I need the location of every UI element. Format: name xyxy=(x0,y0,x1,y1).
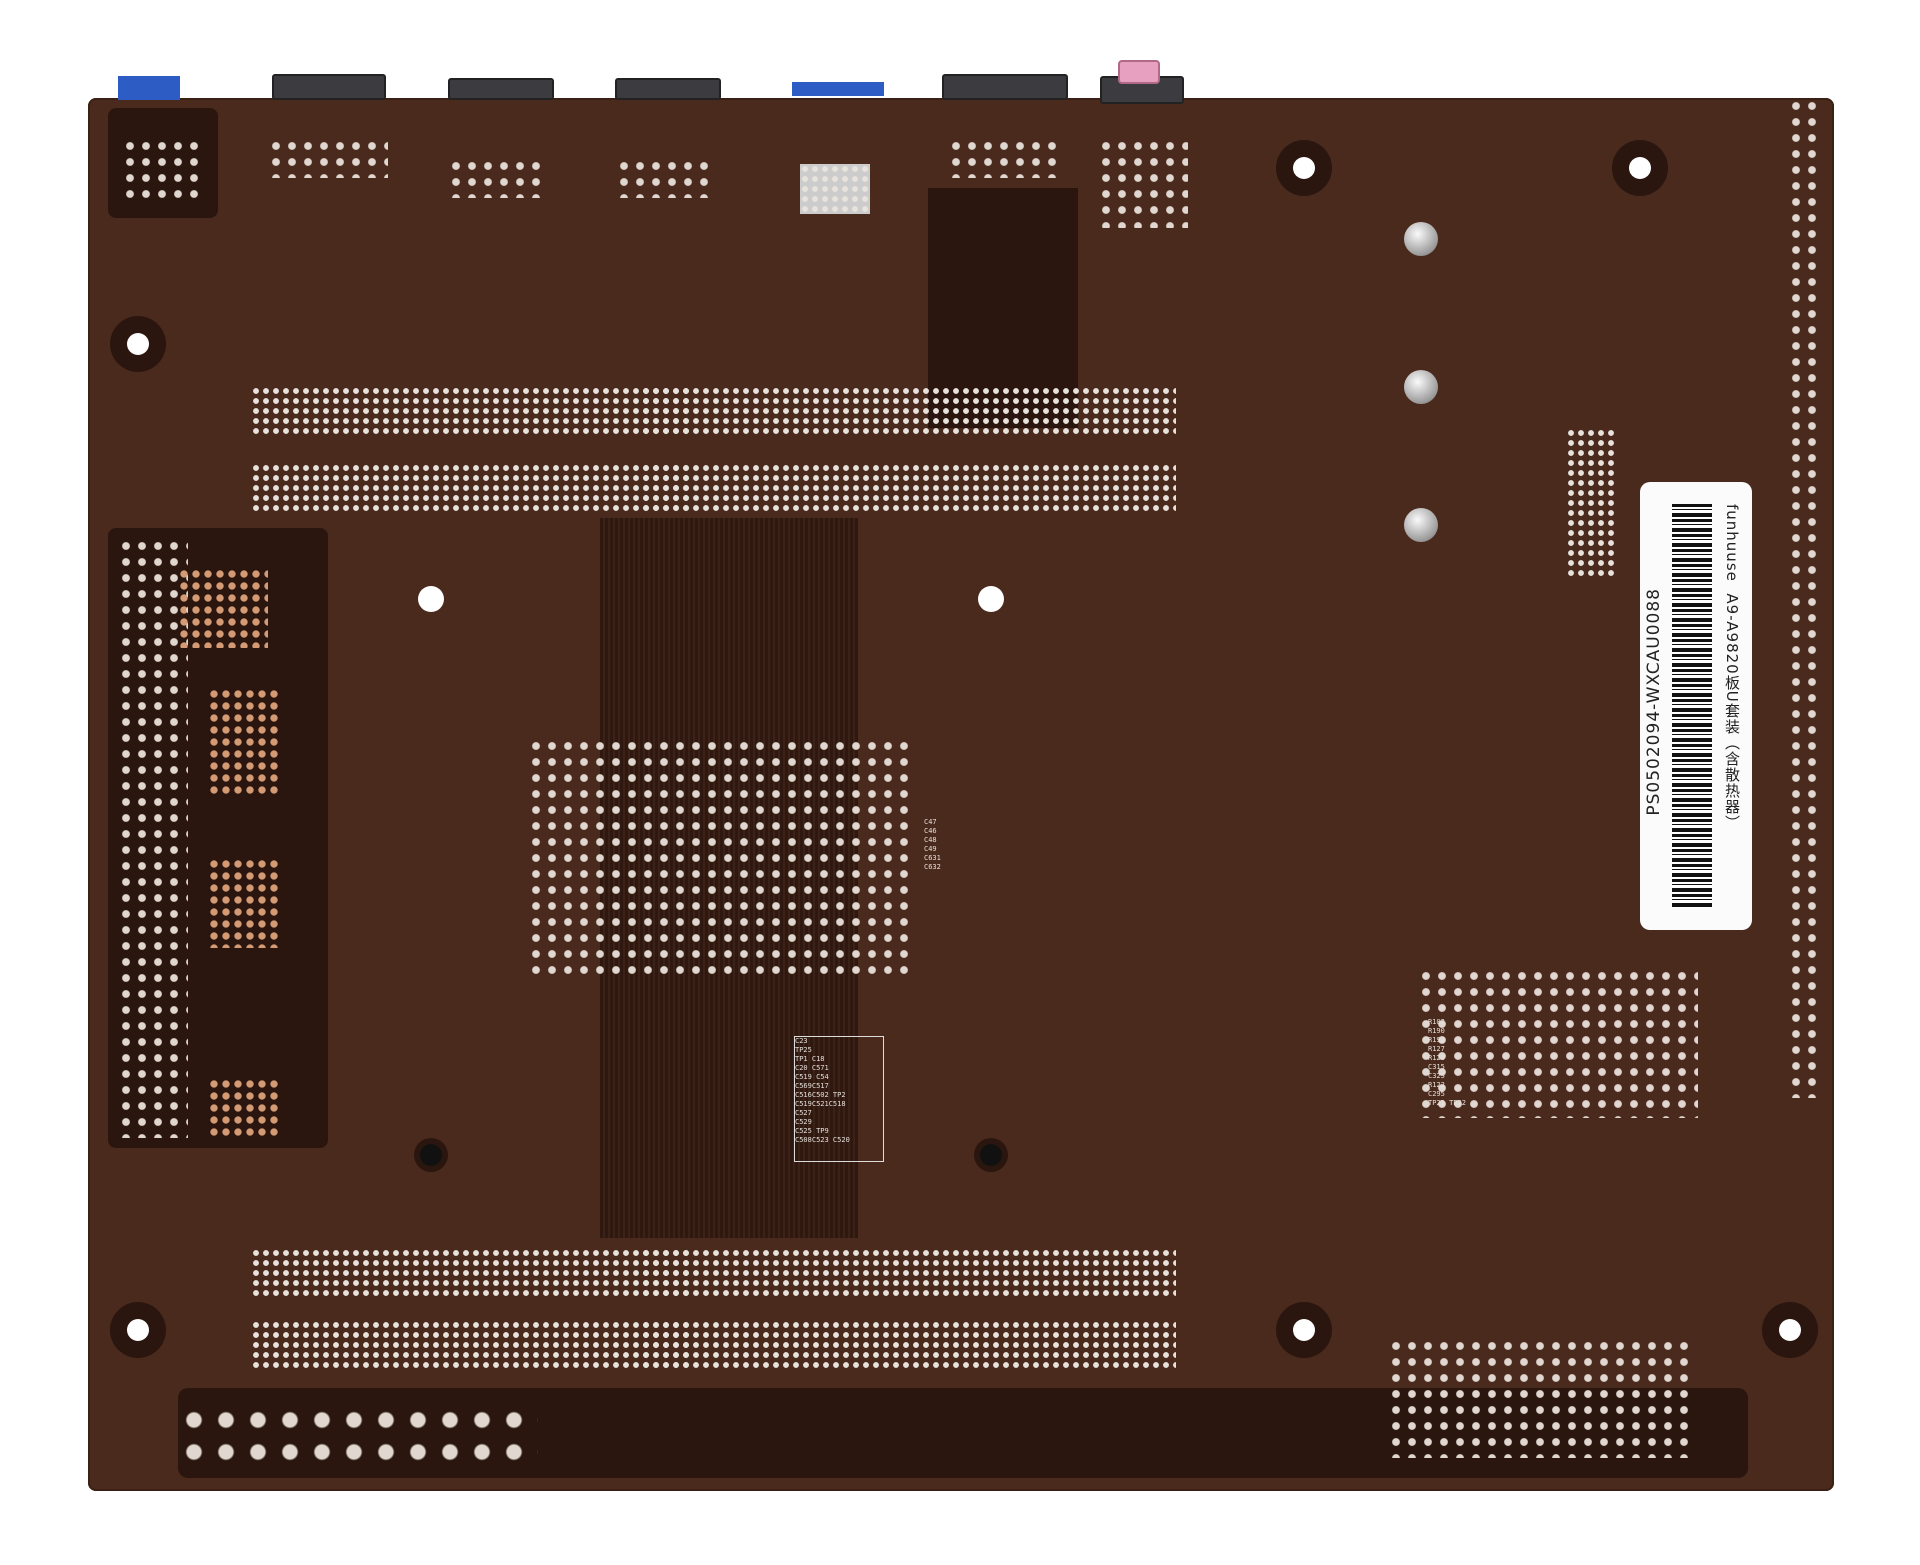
edge-vias xyxy=(1788,98,1824,1098)
lan-pins xyxy=(948,138,1058,178)
usb3-pins xyxy=(800,164,870,214)
vga-pins xyxy=(268,138,388,178)
silkscreen-block: R102 R190 R192 R127 R126 C315 C325 R122 … xyxy=(1428,1018,1466,1107)
slot-pins-top-2 xyxy=(641,386,1176,436)
usb-port-blue xyxy=(118,76,180,100)
vrm-pads xyxy=(178,568,268,648)
slot-pins-bottom-2 xyxy=(641,1248,1176,1298)
lan-port-shell xyxy=(942,74,1068,100)
screw xyxy=(1404,508,1438,542)
label-brand: funhuuse xyxy=(1723,504,1741,582)
silkscreen-block: C47 C46 C48 C49 C631 C632 xyxy=(924,818,941,871)
screw xyxy=(1404,370,1438,404)
usb-header-pins xyxy=(1388,1338,1688,1458)
vrm-pads xyxy=(208,858,278,948)
motherboard-pcb: C23 TP25 TP1 C18 C20 C571 C519 C54 C569C… xyxy=(88,60,1834,1491)
mounting-hole xyxy=(978,586,1004,612)
screw-mount xyxy=(1612,140,1668,196)
port-pins xyxy=(616,158,716,198)
barcode xyxy=(1672,504,1712,908)
hdmi-pins xyxy=(448,158,548,198)
slot-pins-top-3 xyxy=(251,463,691,513)
label-serial: PS0502094-WXCAU0088 xyxy=(1644,588,1664,816)
mounting-hole xyxy=(980,1144,1002,1166)
silkscreen-block: C23 TP25 TP1 C18 C20 C571 C519 C54 C569C… xyxy=(794,1036,884,1162)
vrm-pads xyxy=(208,688,278,798)
slot-pins-top-1 xyxy=(251,386,691,436)
mounting-hole xyxy=(420,1144,442,1166)
cpu-decoupling-caps xyxy=(528,738,908,978)
bottom-header-pins xyxy=(178,1404,538,1464)
vrm-vias xyxy=(118,538,188,1138)
slot-pins-bottom-1 xyxy=(251,1248,691,1298)
hdmi-port-shell xyxy=(448,78,554,100)
slot-pins-top-4 xyxy=(641,463,1176,513)
screw xyxy=(1404,222,1438,256)
screw-mount xyxy=(1276,1302,1332,1358)
product-label-sticker: funhuuse A9-A9820板U套装（含散热器） PS0502094-WX… xyxy=(1640,482,1752,930)
audio-jack-pink xyxy=(1118,60,1160,84)
vga-port-shell xyxy=(272,74,386,100)
screw-mount xyxy=(110,1302,166,1358)
screw-mount xyxy=(110,316,166,372)
chipset-components xyxy=(1418,968,1698,1118)
port-shell xyxy=(615,78,721,100)
vrm-pads xyxy=(208,1078,278,1138)
mounting-hole xyxy=(418,586,444,612)
label-product: A9-A9820板U套装（含散热器） xyxy=(1723,593,1741,831)
header-pins xyxy=(1566,428,1616,578)
slot-pins-bottom-3 xyxy=(251,1320,691,1370)
audio-pins xyxy=(1098,138,1188,228)
slot-pins-bottom-4 xyxy=(641,1320,1176,1370)
usb3-port xyxy=(792,82,884,96)
io-pins xyxy=(122,138,202,198)
screw-mount xyxy=(1276,140,1332,196)
screw-mount xyxy=(1762,1302,1818,1358)
